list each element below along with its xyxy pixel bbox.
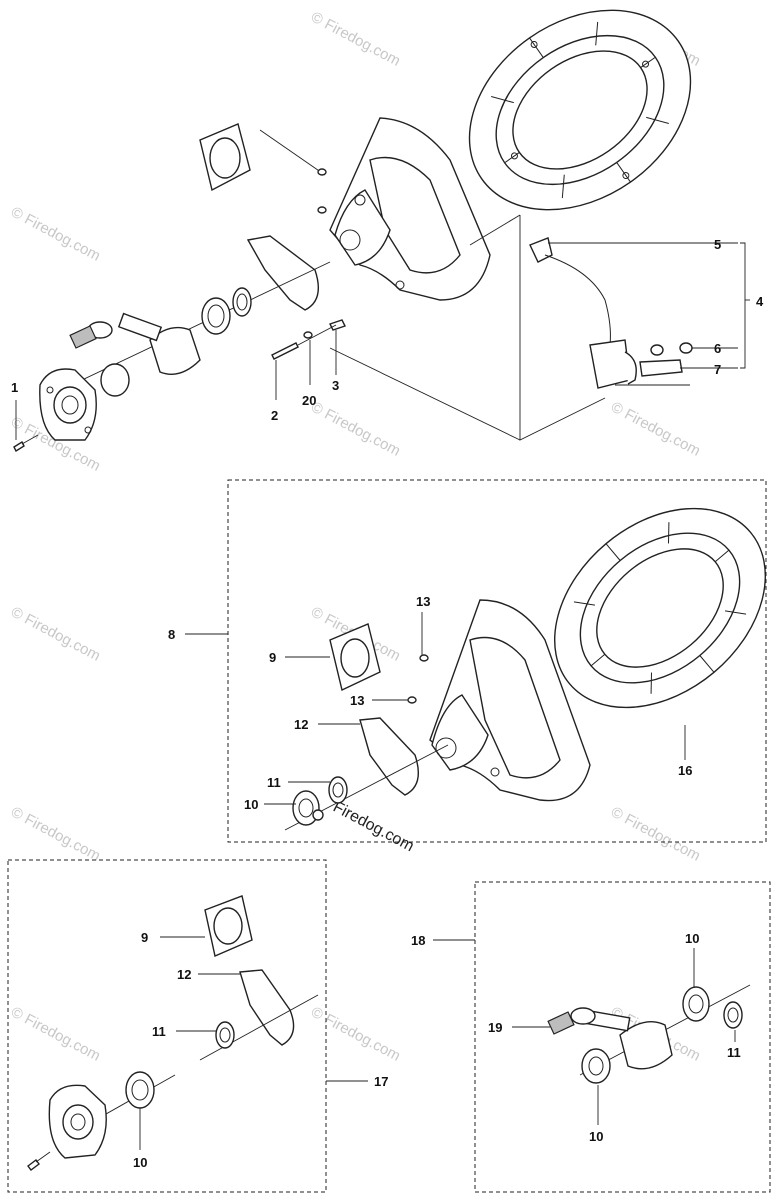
watermark: © Firedog.com: [308, 1004, 403, 1065]
watermark: © Firedog.com: [8, 1004, 103, 1065]
watermark: © Firedog.com: [608, 399, 703, 460]
flywheel-cover: [468, 9, 692, 211]
callout-6: 6: [714, 341, 721, 356]
kit-8-box: [227, 479, 767, 843]
watermark: © Firedog.com: [8, 804, 103, 865]
callout-10-kit18-upper: 10: [685, 931, 699, 946]
callout-12-kit8: 12: [294, 717, 308, 732]
watermark: © Firedog.com: [8, 604, 103, 665]
kit-8-parts: [264, 507, 766, 831]
top-assembly: [13, 9, 750, 453]
gasket: [199, 123, 251, 192]
watermark: © Firedog.com: [308, 9, 403, 70]
callout-8: 8: [168, 627, 175, 642]
callout-11-kit17: 11: [152, 1024, 166, 1039]
callout-19: 19: [488, 1020, 502, 1035]
callout-11-kit18: 11: [727, 1045, 741, 1060]
callout-16: 16: [678, 763, 692, 778]
callout-7: 7: [714, 362, 721, 377]
callout-13-upper: 13: [416, 594, 430, 609]
watermark: © Firedog.com: [8, 204, 103, 265]
kit-18-parts: [512, 948, 751, 1125]
crankcase-half: [329, 117, 491, 301]
watermark: © Firedog.com: [608, 804, 703, 865]
callout-12-kit17: 12: [177, 967, 191, 982]
callout-17: 17: [374, 1074, 388, 1089]
callout-1: 1: [11, 380, 18, 395]
watermark-center: Firedog.com: [330, 799, 416, 856]
watermark: © Firedog.com: [308, 399, 403, 460]
callout-9-kit8: 9: [269, 650, 276, 665]
kit-18-box: [474, 881, 771, 1193]
callout-18: 18: [411, 933, 425, 948]
callout-3: 3: [332, 378, 339, 393]
bearing-seal-stack: [201, 287, 252, 335]
crankcase-cover: [39, 368, 97, 441]
callout-11-kit8: 11: [267, 775, 281, 790]
callout-10-kit17: 10: [133, 1155, 147, 1170]
callout-4: 4: [756, 294, 764, 309]
kit-17-parts: [27, 895, 319, 1171]
callout-20: 20: [302, 393, 316, 408]
seal-plate: [246, 235, 319, 311]
callout-9-kit17: 9: [141, 930, 148, 945]
kit-17-box: [7, 859, 327, 1193]
callout-2: 2: [271, 408, 278, 423]
callout-10-kit18-lower: 10: [589, 1129, 603, 1144]
callout-13-lower: 13: [350, 693, 364, 708]
ignition-module: [529, 237, 693, 389]
crankshaft: [69, 312, 201, 397]
callout-5: 5: [714, 237, 721, 252]
callout-10-kit8: 10: [244, 797, 258, 812]
bolt-washer-key: [271, 319, 346, 360]
